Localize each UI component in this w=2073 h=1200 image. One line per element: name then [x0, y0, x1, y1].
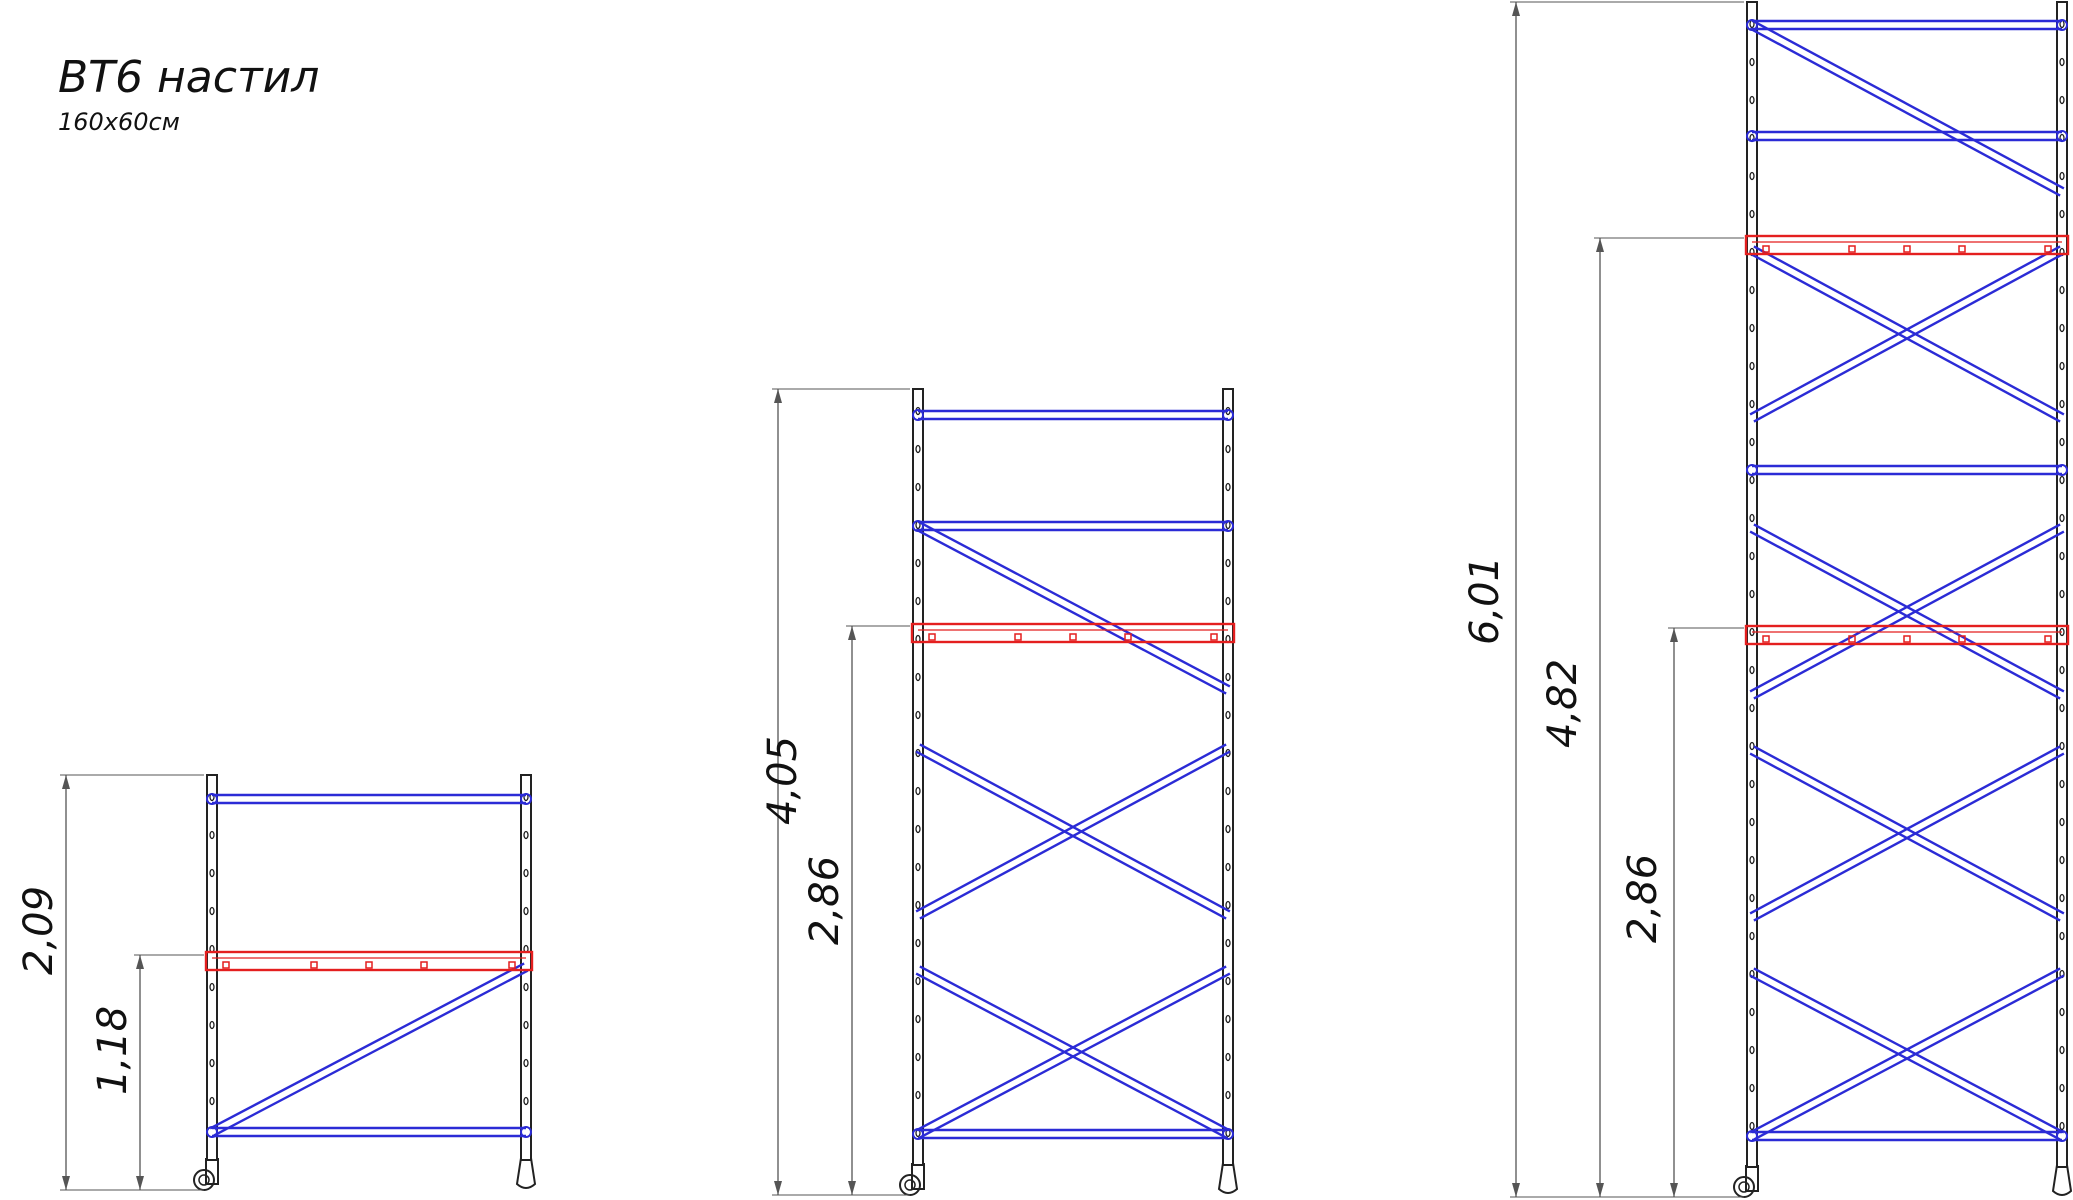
- tower-2-right-foot: [1217, 1162, 1239, 1194]
- tower-2-middle-brace-b: [915, 743, 1231, 920]
- tower-3-lower-deck: [1744, 624, 2070, 646]
- tower-2-deck-height-label: 2,86: [802, 856, 848, 945]
- tower-1-left-post: [206, 774, 218, 1161]
- tower-3-total-height-label: 6,01: [1462, 556, 1508, 645]
- tower-2-deck: [910, 622, 1236, 644]
- tower-1-deck: [204, 950, 534, 972]
- tower-3-middle-rail: [1746, 464, 2068, 476]
- tower-2-left-wheel: [899, 1163, 925, 1196]
- tower-2-right-post: [1222, 388, 1234, 1166]
- tower-3-right-foot: [2051, 1164, 2073, 1196]
- tower-2-upper-rail: [912, 520, 1234, 532]
- tower-3-upper-deck: [1744, 234, 2070, 256]
- tower-2-deck-dimension: [846, 625, 910, 1196]
- tower-3-brace-4b: [1749, 967, 2065, 1141]
- tower-3-left-post: [1746, 1, 1758, 1168]
- tower-3-top-rail: [1746, 19, 2068, 31]
- tower-2-total-height-label: 4,05: [760, 736, 806, 825]
- tower-3-total-dimension: [1510, 1, 1744, 1198]
- tower-3-upper-deck-dimension: [1594, 237, 1744, 1198]
- tower-3-deck-upper-height-label: 4,82: [1540, 659, 1586, 748]
- tower-2-middle-brace-a: [915, 743, 1231, 920]
- tower-3-brace-2a: [1749, 523, 2065, 700]
- tower-1: [60, 774, 537, 1191]
- tower-3-brace-1b: [1749, 245, 2065, 423]
- tower-3-brace-2b: [1749, 523, 2065, 700]
- tower-3-deck-lower-height-label: 2,86: [1620, 854, 1666, 943]
- tower-3: [1510, 1, 2073, 1198]
- tower-2-top-rail: [912, 409, 1234, 421]
- tower-1-deck-dimension: [134, 954, 204, 1191]
- tower-3-brace-3a: [1749, 745, 2065, 922]
- tower-3-upper-rail: [1746, 130, 2068, 142]
- diagram-title: ВТ6 настил: [58, 52, 319, 103]
- tower-1-deck-height-label: 1,18: [90, 1006, 136, 1095]
- tower-1-right-post: [520, 774, 532, 1161]
- tower-1-total-dimension: [60, 774, 204, 1191]
- tower-1-right-foot: [515, 1157, 537, 1189]
- tower-2-lower-brace-a: [915, 965, 1231, 1139]
- tower-3-brace-1a: [1749, 245, 2065, 423]
- tower-1-left-wheel: [193, 1158, 219, 1191]
- tower-2: [772, 388, 1239, 1196]
- tower-1-diagonal-brace: [209, 962, 529, 1137]
- tower-2-lower-brace-b: [915, 965, 1231, 1139]
- tower-2-left-post: [912, 388, 924, 1166]
- tower-2-bottom-rail: [912, 1128, 1234, 1140]
- tower-1-total-height-label: 2,09: [16, 886, 62, 975]
- tower-1-top-rail: [206, 793, 532, 805]
- tower-2-upper-diagonal: [915, 521, 1231, 695]
- tower-3-bottom-rail: [1746, 1130, 2068, 1142]
- tower-3-top-diagonal: [1749, 20, 2065, 197]
- tower-3-brace-4a: [1749, 967, 2065, 1141]
- tower-3-right-post: [2056, 1, 2068, 1168]
- tower-1-bottom-rail: [206, 1126, 532, 1138]
- diagram-subtitle: 160х60см: [58, 108, 180, 136]
- tower-3-brace-3b: [1749, 745, 2065, 922]
- tower-3-lower-deck-dimension: [1668, 627, 1744, 1198]
- tower-3-left-wheel: [1733, 1165, 1759, 1198]
